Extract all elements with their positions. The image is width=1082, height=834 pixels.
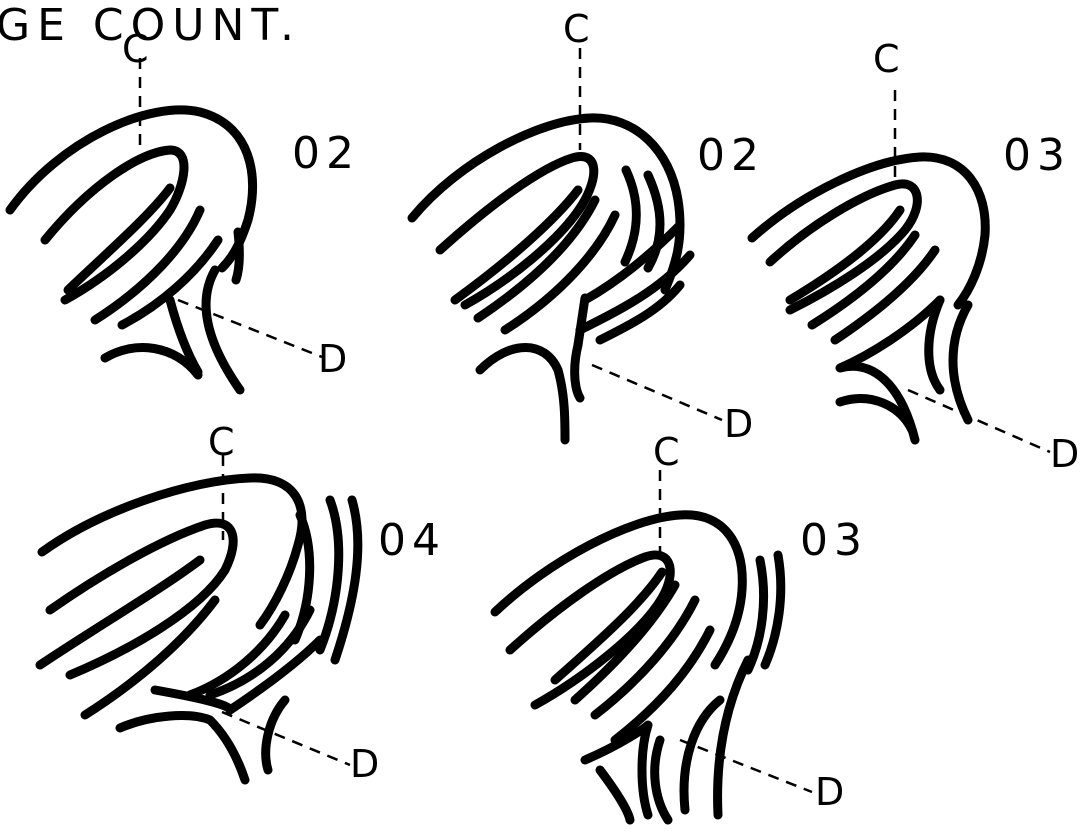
core-label: C [653,430,680,474]
loop-diagram-5: C D 03 [495,430,868,820]
ridge-lines [752,157,985,440]
delta-label: D [815,770,844,814]
loop-diagram-1: C D 02 [10,27,360,390]
core-label: C [122,27,149,71]
loop-diagram-3: C D 03 [752,37,1079,476]
loop-diagram-4: C D 04 [40,420,446,786]
ridge-count: 03 [1003,130,1071,181]
delta-label: D [318,337,347,381]
delta-label: D [350,742,379,786]
figure-title: GE COUNT. [0,0,301,51]
core-label: C [873,37,900,81]
ridge-count: 02 [697,130,765,181]
ridge-lines [412,118,690,440]
delta-label: D [1050,432,1079,476]
core-label: C [208,420,235,464]
ridge-count: 04 [378,515,446,566]
core-label: C [563,7,590,51]
loop-diagram-2: C D 02 [412,7,765,446]
ridge-count: 02 [292,128,360,179]
ridge-count: 03 [800,515,868,566]
ridge-lines [495,515,781,820]
delta-label: D [724,402,753,446]
ridge-lines [40,478,358,780]
ridge-lines [10,110,253,390]
